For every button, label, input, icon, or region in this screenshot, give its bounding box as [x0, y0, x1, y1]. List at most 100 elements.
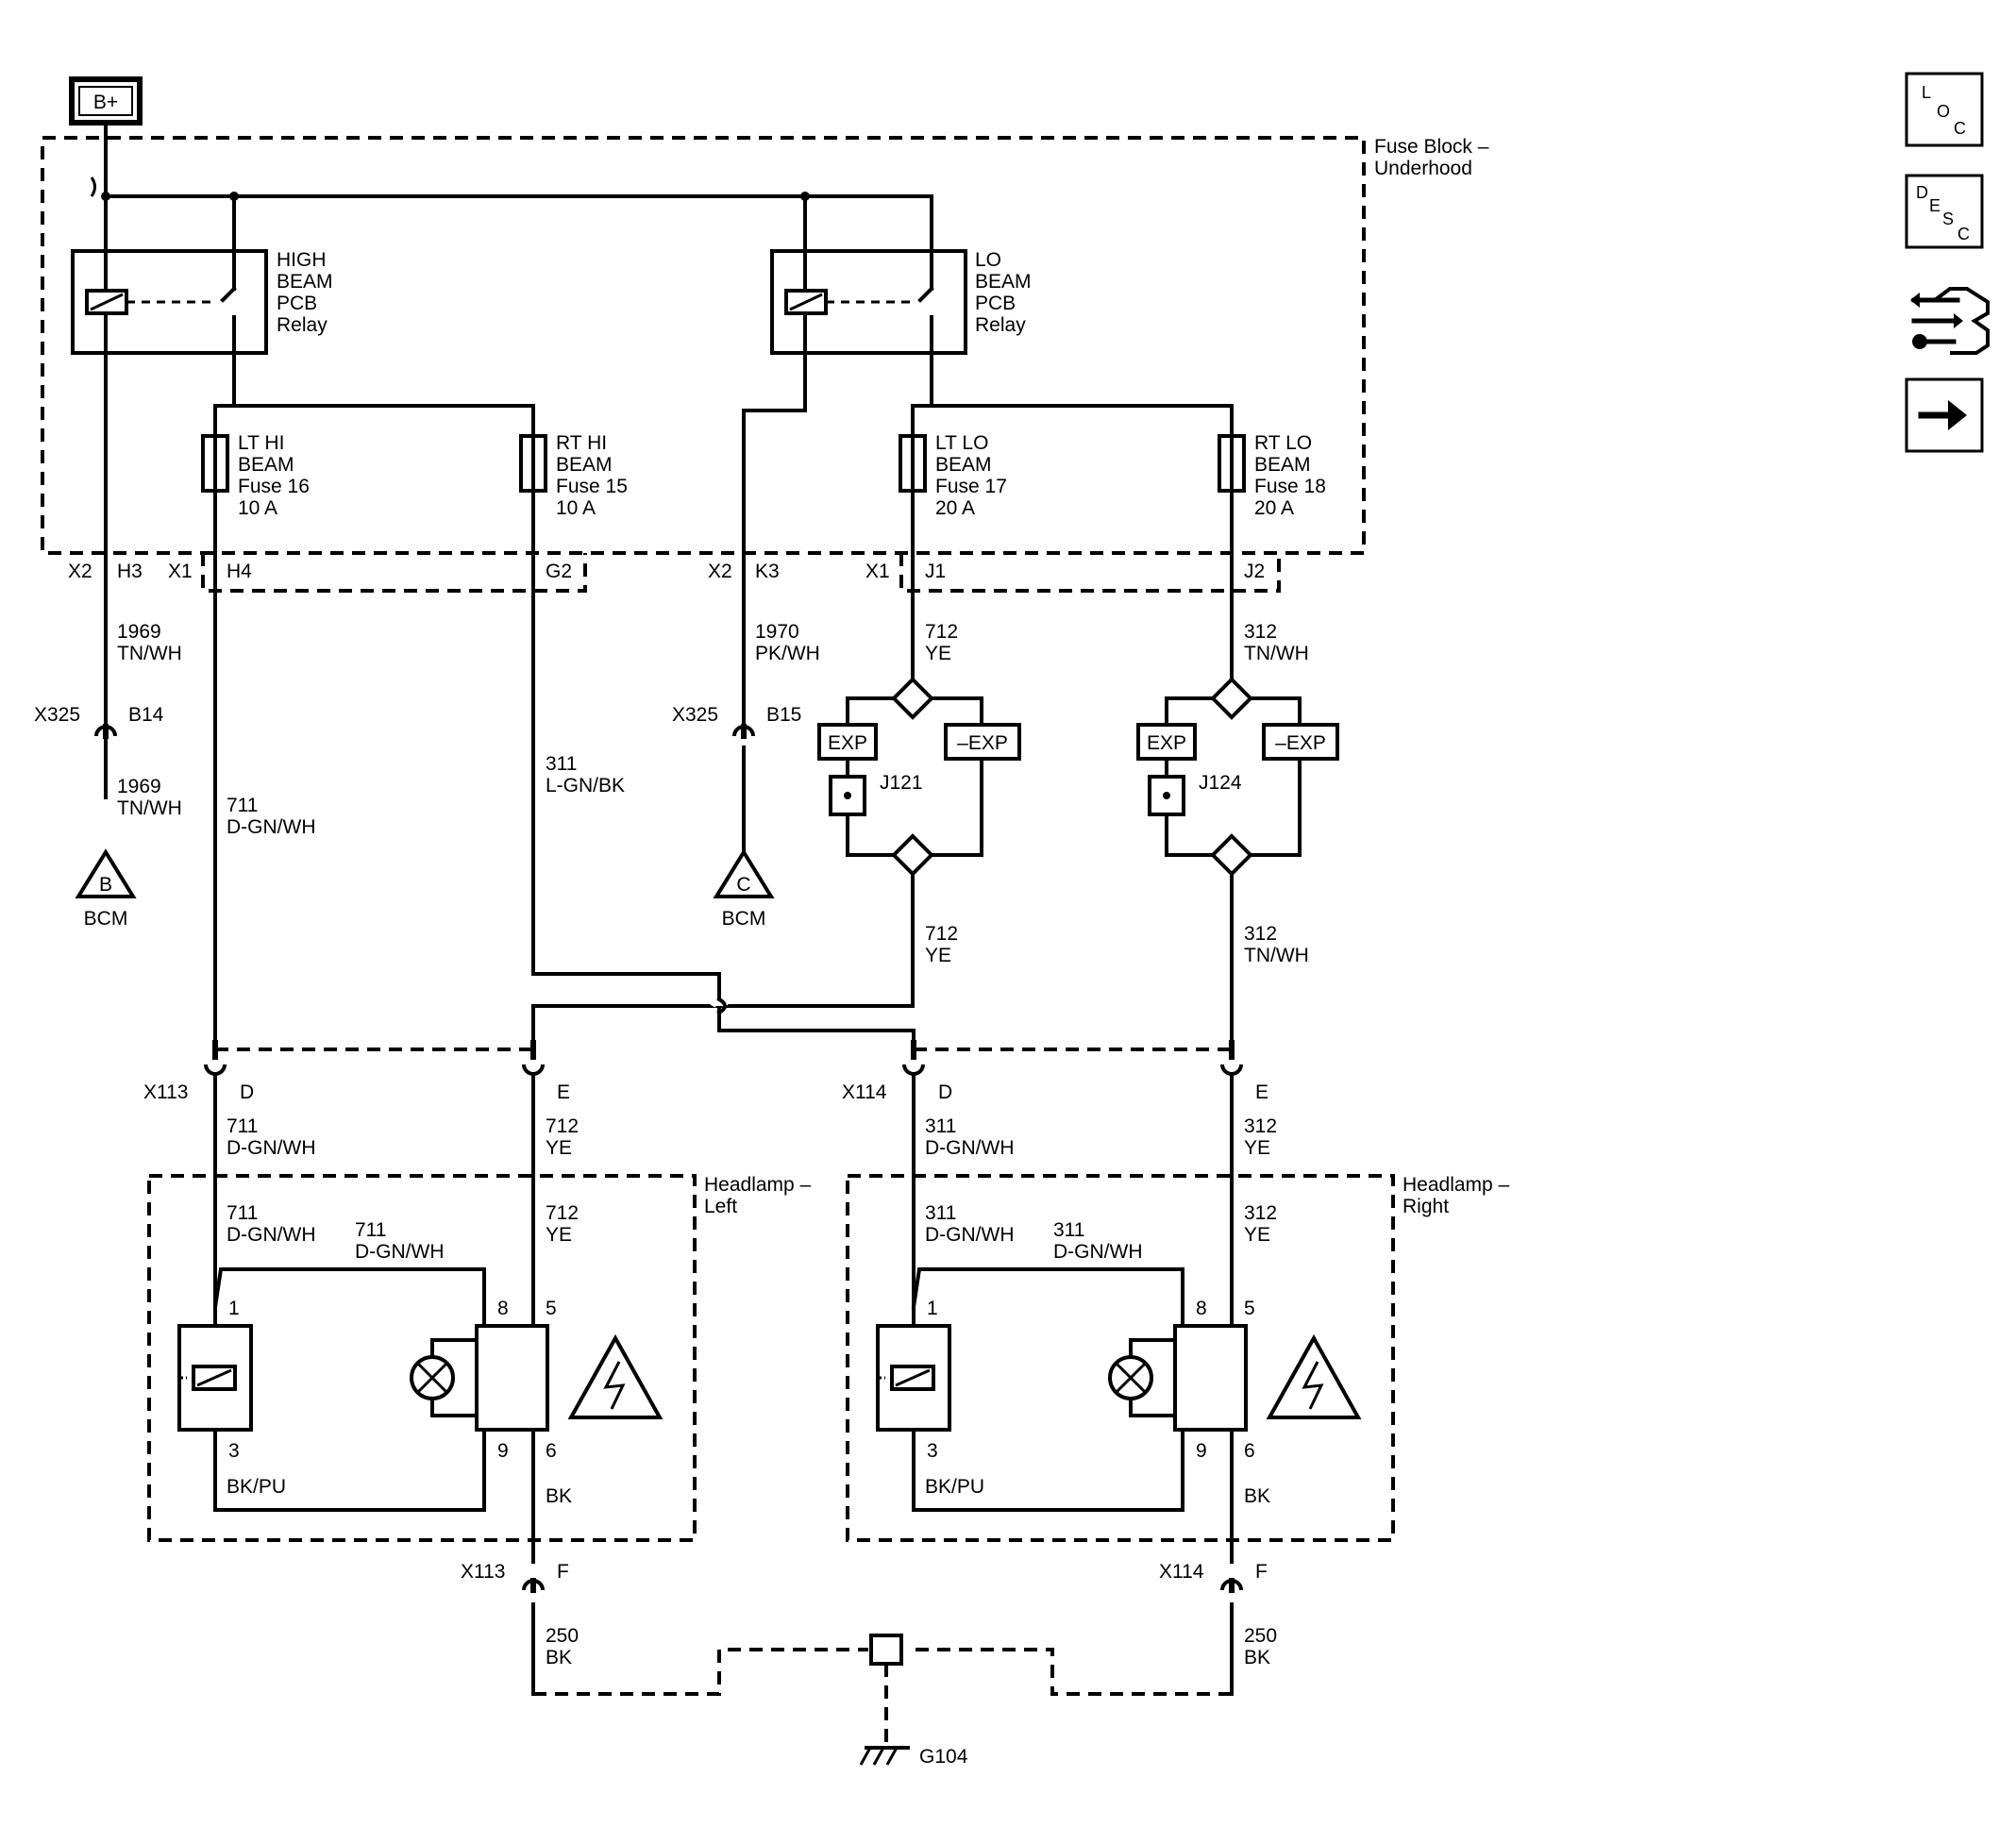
x114-connector-top: [902, 1040, 1243, 1076]
conn-j1-label: J1: [925, 561, 946, 582]
bcm-pin-c: C: [736, 874, 750, 896]
pin-l1: 1: [228, 1298, 240, 1319]
conn-k3-label: K3: [755, 561, 780, 582]
x113-connector-top: [204, 1040, 545, 1076]
pin-r3: 3: [927, 1440, 938, 1462]
wire-311-color-b: D-GN/WH: [925, 1137, 1014, 1159]
fuse-17-label-4: 20 A: [935, 497, 975, 519]
pin-l8: 8: [497, 1298, 509, 1319]
wire-711-num-a: 711: [227, 795, 258, 816]
x325-label-right: X325: [672, 704, 718, 726]
fuse-16-label-4: 10 A: [238, 497, 277, 519]
wire-bkpu-right: BK/PU: [925, 1476, 984, 1498]
b15-label: B15: [766, 704, 801, 726]
wire-250-color-left: BK: [546, 1647, 572, 1668]
wire-712-color-a: YE: [925, 643, 951, 664]
x1-connector-bracket-right: [899, 553, 1281, 593]
fuse-18-label-2: BEAM: [1254, 454, 1311, 476]
pin-l6: 6: [546, 1440, 557, 1462]
bcm-c-terminal: C BCM: [713, 848, 775, 930]
fuse-18-label-3: Fuse 18: [1254, 476, 1326, 497]
j124-label: J124: [1199, 772, 1242, 794]
wire-break-symbol: [90, 176, 96, 197]
high-relay-label-2: BEAM: [277, 271, 333, 293]
loc-icon[interactable]: L O C: [1905, 72, 1984, 147]
wire-312-color-a: TN/WH: [1244, 643, 1309, 664]
high-relay-label-3: PCB: [277, 293, 317, 314]
desc-letter-e: E: [1929, 196, 1940, 215]
wire-312-color-b: TN/WH: [1244, 945, 1309, 966]
conn-x1-j-label: X1: [865, 561, 890, 582]
next-arrow-icon[interactable]: [1905, 377, 1984, 453]
lo-relay-label-3: PCB: [975, 293, 1016, 314]
wire-250-color-right: BK: [1244, 1647, 1270, 1668]
x114-pin-e: E: [1255, 1081, 1268, 1103]
fuse-block-label-2: Underhood: [1374, 158, 1472, 179]
warning-triangle-icon: [567, 1333, 664, 1419]
wire-312-color-c: YE: [1244, 1137, 1270, 1159]
j124-option-block: EXP –EXP J124: [1136, 677, 1339, 1045]
ground-label: G104: [919, 1746, 968, 1768]
ground-g104: G104: [533, 1634, 1232, 1768]
wire-crossover: [716, 997, 727, 1015]
wire-312-color-d: YE: [1244, 1224, 1270, 1246]
wire-bk-left: BK: [546, 1485, 572, 1507]
wire-311-color-a: L-GN/BK: [546, 775, 625, 796]
x113-pin-d: D: [240, 1081, 254, 1103]
wire-711-num-c: 711: [227, 1202, 258, 1224]
battery-positive-box: B+: [69, 76, 143, 126]
pin-r8: 8: [1196, 1298, 1207, 1319]
lt-hi-beam-fuse: LT HI BEAM Fuse 16 10 A: [201, 404, 310, 1045]
loc-letter-c: C: [1954, 119, 1966, 138]
fuse-17-label-1: LT LO: [935, 432, 988, 454]
desc-letter-c: C: [1957, 225, 1970, 243]
pin-r9: 9: [1196, 1440, 1207, 1462]
wire-bk-right: BK: [1244, 1485, 1270, 1507]
splice-dot: [101, 192, 110, 201]
wire-311-num-c: 311: [925, 1202, 956, 1224]
x113-label-bottom: X113: [461, 1561, 506, 1583]
bcm-label-right: BCM: [722, 908, 766, 930]
wire-250-num-right: 250: [1244, 1625, 1277, 1647]
fuse-16-label-2: BEAM: [238, 454, 294, 476]
fuse-18-label-4: 20 A: [1254, 497, 1294, 519]
high-relay-label-1: HIGH: [277, 249, 327, 271]
wire-1970-num: 1970: [755, 621, 799, 643]
lt-lo-beam-fuse: LT LO BEAM Fuse 17 20 A: [899, 404, 1007, 681]
connector-tool-icon[interactable]: [1910, 287, 1990, 355]
pin-l3: 3: [228, 1440, 240, 1462]
pin-l9: 9: [497, 1440, 509, 1462]
wire-712-num-b: 712: [925, 923, 958, 945]
lo-relay-label-2: BEAM: [975, 271, 1032, 293]
wire-311-color-c: D-GN/WH: [925, 1224, 1014, 1246]
wire-312-num-c: 312: [1244, 1115, 1277, 1137]
x114-label-bottom: X114: [1159, 1561, 1204, 1583]
conn-x2-label: X2: [68, 561, 92, 582]
wire-711-num-d: 711: [355, 1219, 386, 1241]
wire-311-num-b: 311: [925, 1115, 956, 1137]
x114-label-top: X114: [842, 1081, 887, 1103]
conn-j2-label: J2: [1244, 561, 1265, 582]
x1-connector-bracket-left: [201, 553, 587, 593]
fuse-16-label-1: LT HI: [238, 432, 284, 454]
wire-312-num-a: 312: [1244, 621, 1277, 643]
rt-lo-beam-fuse: RT LO BEAM Fuse 18 20 A: [1218, 404, 1326, 681]
wire-712-color-c: YE: [546, 1137, 572, 1159]
headlamp-left-label-2: Left: [704, 1196, 737, 1217]
x325-connector-b14: [94, 724, 117, 739]
fuse-15-label-2: BEAM: [556, 454, 613, 476]
desc-icon[interactable]: D E S C: [1905, 174, 1984, 249]
j124-no-exp-label: –EXP: [1275, 732, 1326, 754]
high-relay-label-4: Relay: [277, 314, 328, 336]
headlamp-right-label-2: Right: [1403, 1196, 1449, 1217]
fuse-block-boundary: [41, 136, 1366, 555]
headlamp-right: Headlamp – Right 311 D-GN/WH 311 D-GN/WH…: [846, 1174, 1510, 1542]
j121-exp-label: EXP: [828, 732, 867, 754]
fuse-17-label-2: BEAM: [935, 454, 992, 476]
wire-311-num-a: 311: [546, 753, 577, 775]
power-label: B+: [93, 92, 118, 113]
wire-1970-color: PK/WH: [755, 643, 820, 664]
pin-r1: 1: [927, 1298, 938, 1319]
conn-h3-label: H3: [117, 561, 143, 582]
fuse-18-label-1: RT LO: [1254, 432, 1312, 454]
